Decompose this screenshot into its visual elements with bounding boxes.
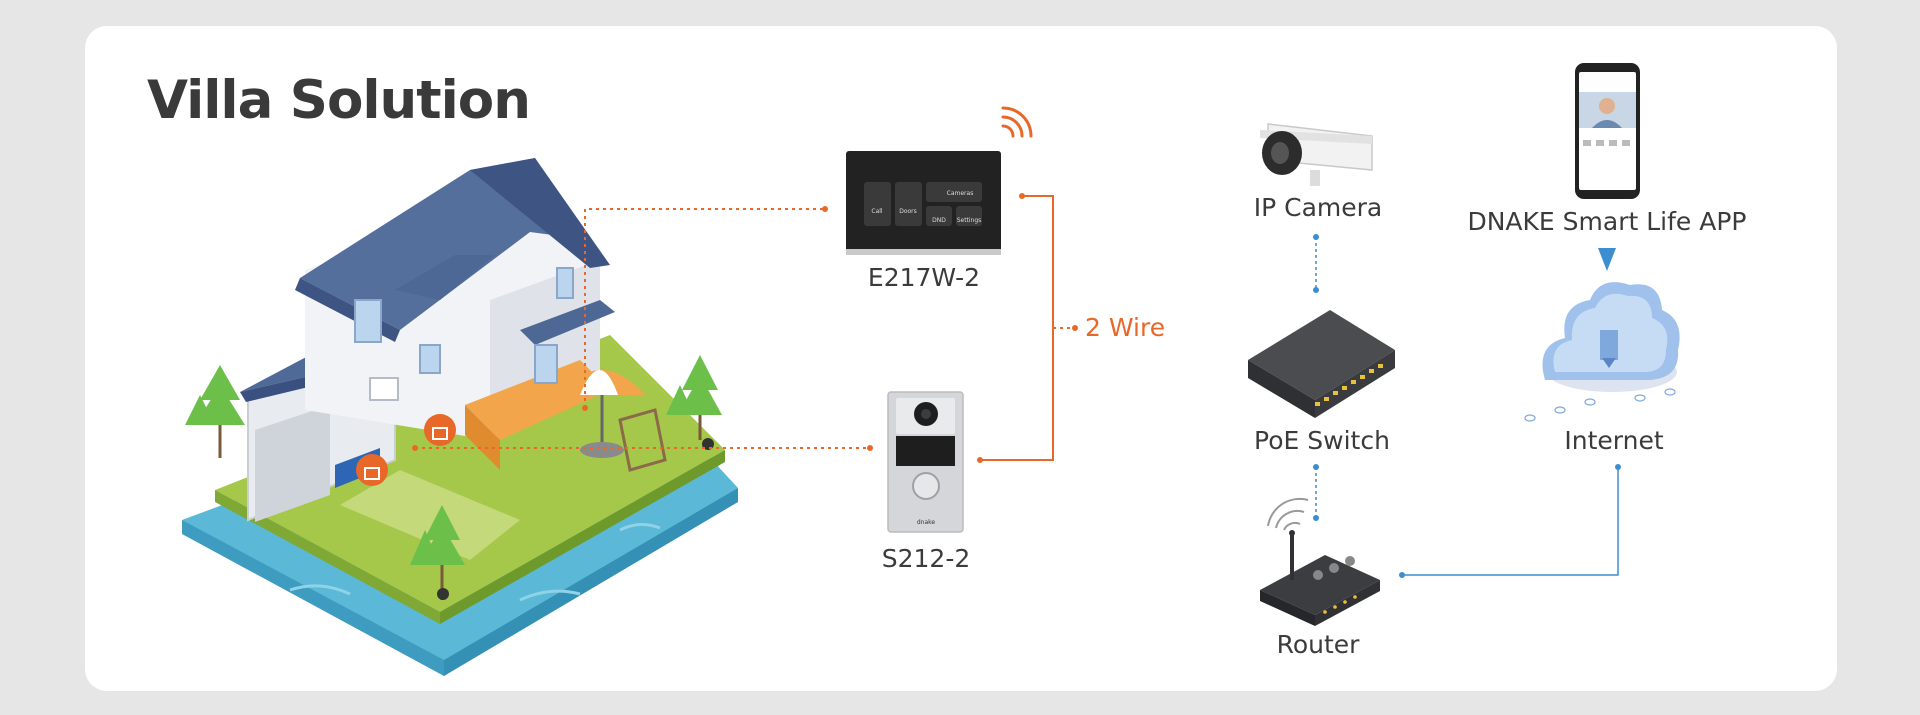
cloud-icon	[1524, 282, 1680, 422]
monitor-tile-cameras: Cameras	[947, 190, 974, 197]
ip-camera-label: IP Camera	[1253, 193, 1383, 222]
app-down-arrow	[1598, 248, 1616, 271]
router	[1260, 497, 1380, 626]
orange-connections	[415, 195, 1075, 461]
wifi-icon	[1001, 106, 1033, 138]
app-label: DNAKE Smart Life APP	[1467, 207, 1747, 236]
indoor-monitor-label: E217W-2	[867, 263, 981, 292]
poe-switch	[1248, 310, 1395, 418]
door-station: dnake	[887, 391, 964, 533]
blue-dots	[1313, 234, 1621, 578]
orange-dots	[412, 193, 1078, 463]
poe-switch-label: PoE Switch	[1254, 426, 1390, 455]
smartphone	[1575, 63, 1640, 199]
page-title: Villa Solution	[147, 70, 531, 131]
blue-connections	[1315, 237, 1619, 576]
internet-label: Internet	[1564, 426, 1664, 455]
door-station-label: S212-2	[881, 544, 971, 573]
monitor-tile-dnd: DND	[932, 217, 946, 224]
ip-camera	[1260, 123, 1373, 186]
two-wire-label: 2 Wire	[1085, 313, 1166, 342]
router-label: Router	[1276, 630, 1360, 659]
monitor-tile-settings: Settings	[957, 217, 982, 224]
monitor-tile-call: Call	[871, 208, 883, 215]
villa-illustration	[182, 158, 738, 676]
door-station-brand: dnake	[917, 519, 936, 526]
monitor-tile-doors: Doors	[899, 208, 917, 215]
monitor-dotted-link	[584, 208, 825, 408]
router-internet-link	[1402, 467, 1619, 576]
indoor-monitor: Call Doors Cameras DND Settings	[846, 151, 1001, 255]
